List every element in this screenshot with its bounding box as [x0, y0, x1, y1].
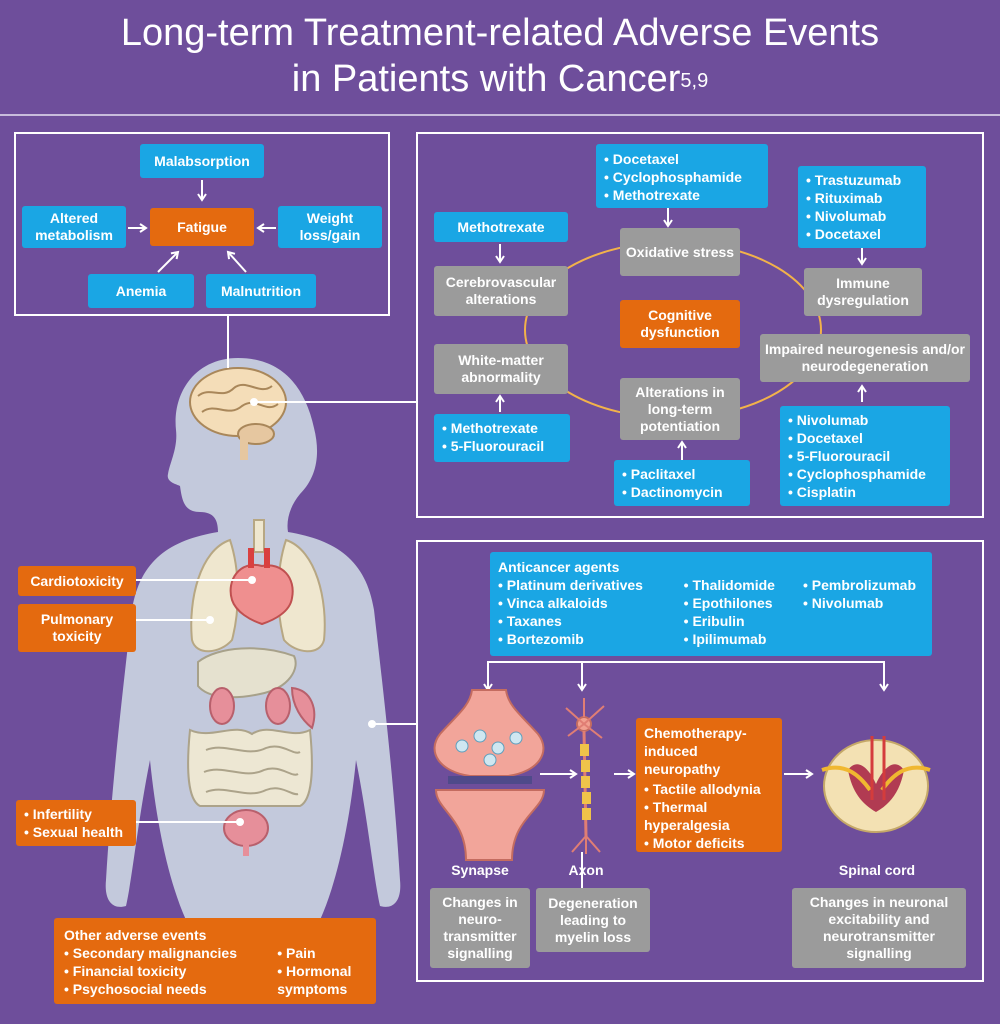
other-event-item: Psychosocial needs — [64, 980, 261, 998]
drug-item: Nivolumab — [788, 411, 942, 429]
title-line-1: Long-term Treatment-related Adverse Even… — [120, 12, 880, 54]
drug-item: Trastuzumab — [806, 171, 918, 189]
other-events-heading: Other adverse events — [64, 927, 207, 943]
drug-item: Dactinomycin — [622, 483, 742, 501]
cipn-item: Motor deficits — [644, 834, 774, 852]
drug-item: Rituximab — [806, 189, 918, 207]
cipn-item: Thermal hyperalgesia — [644, 798, 774, 834]
immune-dysregulation-box: Immune dysregulation — [804, 268, 922, 316]
title-line-2-text: in Patients with Cancer — [291, 58, 681, 100]
spinal-cord-label: Spinal cord — [838, 862, 916, 878]
spinal-desc-box: Changes in neuronal excitability and neu… — [792, 888, 966, 968]
cognitive-dysfunction-box: Cognitive dysfunction — [620, 300, 740, 348]
cipn-box: Chemotherapy-induced neuropathy Tactile … — [636, 718, 782, 852]
intestines-icon — [187, 728, 313, 807]
neuropathy-arrows — [483, 661, 889, 888]
agent-item: Eribulin — [684, 612, 793, 630]
agent-item: Taxanes — [498, 612, 674, 630]
kidneys-icon — [209, 686, 316, 730]
agent-item: Epothilones — [684, 594, 793, 612]
anemia-box: Anemia — [88, 274, 194, 308]
infertility-box: Infertility Sexual health — [16, 800, 136, 846]
fatigue-arrows — [128, 180, 276, 273]
drug-item: Cyclophosphamide — [604, 168, 760, 186]
title-line-2: in Patients with Cancer5,9 — [0, 56, 1000, 102]
infertility-item: Infertility — [24, 805, 128, 823]
oxidative-drugs-list: Docetaxel Cyclophosphamide Methotrexate — [596, 144, 768, 208]
agent-item: Ipilimumab — [684, 630, 793, 648]
drug-item: Methotrexate — [442, 419, 562, 437]
anticancer-agents-heading: Anticancer agents — [498, 559, 620, 575]
drug-item: Cisplatin — [788, 483, 942, 501]
agent-item: Vinca alkaloids — [498, 594, 674, 612]
oxidative-stress-box: Oxidative stress — [620, 228, 740, 276]
axon-icon — [565, 698, 605, 854]
agent-item: Pembrolizumab — [803, 576, 924, 594]
other-event-item: Hormonal symptoms — [277, 962, 366, 998]
infertility-item: Sexual health — [24, 823, 128, 841]
other-events-box: Other adverse events Secondary malignanc… — [54, 918, 376, 1004]
drug-item: Docetaxel — [806, 225, 918, 243]
agent-item: Thalidomide — [684, 576, 793, 594]
ltp-drugs-list: Paclitaxel Dactinomycin — [614, 460, 750, 506]
neurogenesis-drugs-list: Nivolumab Docetaxel 5-Fluorouracil Cyclo… — [780, 406, 950, 506]
drug-item: Cyclophosphamide — [788, 465, 942, 483]
cipn-heading: Chemotherapy-induced neuropathy — [644, 725, 747, 777]
other-event-item: Pain — [277, 944, 366, 962]
human-body-silhouette — [105, 358, 401, 920]
malabsorption-box: Malabsorption — [140, 144, 264, 178]
pulmonary-toxicity-box: Pulmonary toxicity — [18, 604, 136, 652]
malnutrition-box: Malnutrition — [206, 274, 316, 308]
weight-box: Weight loss/gain — [278, 206, 382, 248]
drug-item: Docetaxel — [604, 150, 760, 168]
drug-item: 5-Fluorouracil — [442, 437, 562, 455]
cipn-item: Tactile allodynia — [644, 780, 774, 798]
altered-metabolism-box: Altered metabolism — [22, 206, 126, 248]
axon-label: Axon — [568, 862, 604, 878]
drug-item: Methotrexate — [604, 186, 760, 204]
body-connectors — [136, 316, 418, 826]
cardiotoxicity-box: Cardiotoxicity — [18, 566, 136, 596]
other-event-item: Secondary malignancies — [64, 944, 261, 962]
agent-item: Nivolumab — [803, 594, 924, 612]
bladder-icon — [223, 809, 269, 856]
agent-item: Platinum derivatives — [498, 576, 674, 594]
fatigue-panel — [14, 132, 390, 316]
lungs-icon — [190, 519, 326, 653]
axon-desc-box: Degeneration leading to myelin loss — [536, 888, 650, 952]
cognitive-panel — [416, 132, 984, 518]
spinal-cord-icon — [821, 736, 931, 833]
drug-item: Docetaxel — [788, 429, 942, 447]
drug-item: 5-Fluorouracil — [788, 447, 942, 465]
title-divider — [0, 114, 1000, 116]
ltp-box: Alterations in long-term potentiation — [620, 378, 740, 440]
other-event-item: Financial toxicity — [64, 962, 261, 980]
synapse-desc-box: Changes in neuro-transmitter signalling — [430, 888, 530, 968]
fatigue-box: Fatigue — [150, 208, 254, 246]
neurogenesis-box: Impaired neurogenesis and/or neurodegene… — [760, 334, 970, 382]
white-matter-drugs-list: Methotrexate 5-Fluorouracil — [434, 414, 570, 462]
immune-drugs-list: Trastuzumab Rituximab Nivolumab Docetaxe… — [798, 166, 926, 248]
title-refs: 5,9 — [680, 70, 709, 92]
drug-item: Nivolumab — [806, 207, 918, 225]
page-title: Long-term Treatment-related Adverse Even… — [0, 10, 1000, 102]
synapse-icon — [433, 689, 546, 861]
synapse-label: Synapse — [451, 862, 509, 878]
neuropathy-panel — [416, 540, 984, 982]
agent-item: Bortezomib — [498, 630, 674, 648]
cerebrovascular-box: Cerebrovascular alterations — [434, 266, 568, 316]
white-matter-box: White-matter abnormality — [434, 344, 568, 394]
anticancer-agents-box: Anticancer agents Platinum derivatives V… — [490, 552, 932, 656]
drug-item: Paclitaxel — [622, 465, 742, 483]
cerebrovascular-drug-box: Methotrexate — [434, 212, 568, 242]
cognitive-arrows — [495, 208, 867, 460]
